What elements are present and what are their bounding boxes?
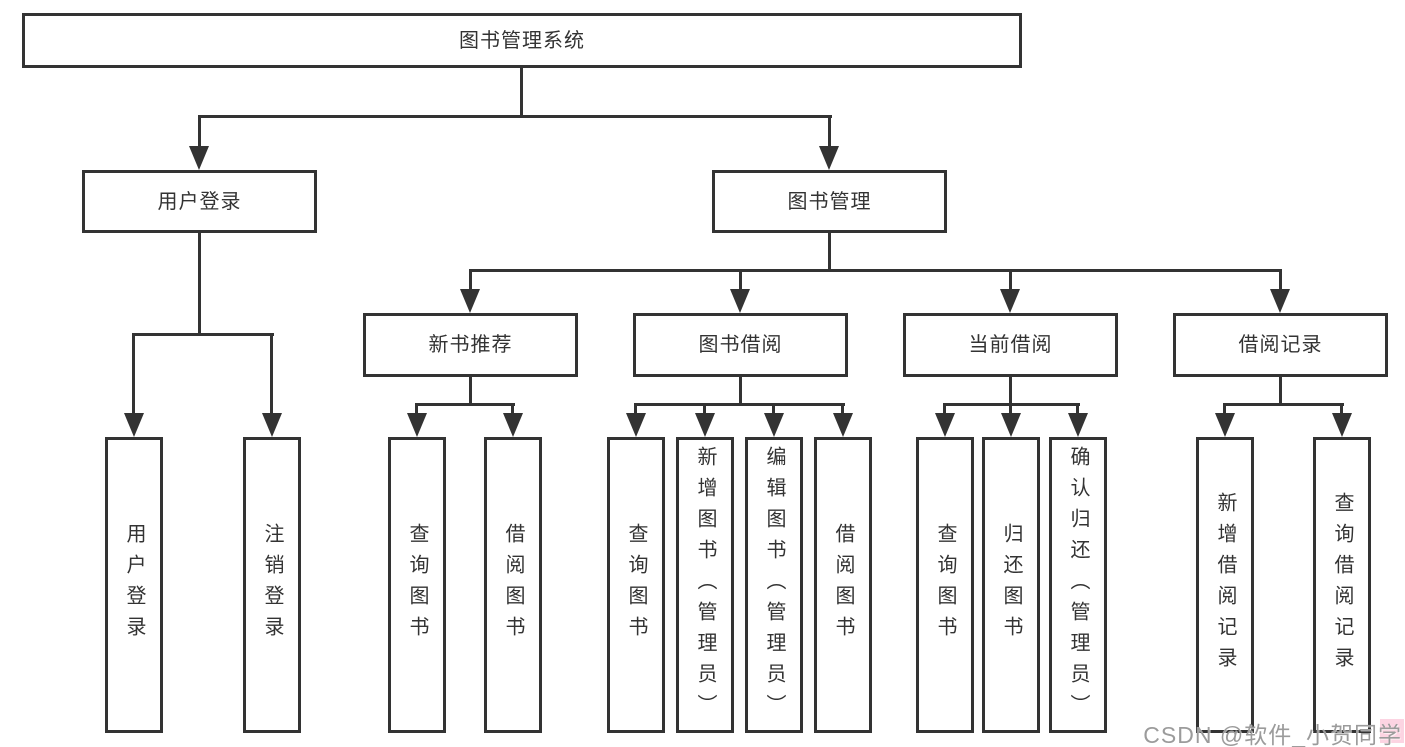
arrow-into-leaf-newrec-query xyxy=(407,413,427,437)
connector-records-drop-2 xyxy=(1340,403,1343,415)
arrow-into-book-mgmt xyxy=(819,146,839,170)
connector-current-drop-2 xyxy=(1009,403,1012,415)
connector-bookmgmt-stem xyxy=(828,233,831,272)
connector-userlogin-stem xyxy=(198,233,201,336)
connector-userlogin-drop-1 xyxy=(132,333,135,415)
node-current-borrow: 当前借阅 xyxy=(903,313,1118,377)
arrow-into-leaf-borrow-edit xyxy=(764,413,784,437)
connector-newrec-stem xyxy=(469,377,472,405)
leaf-user-login: 用户登录 xyxy=(105,437,163,733)
connector-root-hline xyxy=(198,115,832,118)
node-book-mgmt: 图书管理 xyxy=(712,170,947,233)
connector-bookmgmt-drop-1 xyxy=(469,269,472,291)
arrow-into-leaf-records-query xyxy=(1332,413,1352,437)
leaf-records-query-record-label: 查询借阅记录 xyxy=(1331,492,1353,678)
leaf-logout-label: 注销登录 xyxy=(261,523,283,647)
connector-bookmgmt-drop-4 xyxy=(1279,269,1282,291)
connector-borrow-drop-4 xyxy=(841,403,844,415)
leaf-user-login-label: 用户登录 xyxy=(123,523,145,647)
leaf-newrec-borrow-books: 借阅图书 xyxy=(484,437,542,733)
connector-current-stem xyxy=(1009,377,1012,405)
arrow-into-book-borrow xyxy=(730,289,750,313)
leaf-borrow-query-books-label: 查询图书 xyxy=(625,523,647,647)
arrow-into-leaf-current-query xyxy=(935,413,955,437)
connector-borrow-stem xyxy=(739,377,742,405)
leaf-current-return-books: 归还图书 xyxy=(982,437,1040,733)
leaf-borrow-edit-books-admin-label: 编辑图书（管理员） xyxy=(763,445,785,725)
connector-current-drop-1 xyxy=(943,403,946,415)
connector-newrec-drop-1 xyxy=(415,403,418,415)
leaf-records-add-record: 新增借阅记录 xyxy=(1196,437,1254,733)
node-user-login-label: 用户登录 xyxy=(157,190,242,213)
connector-root-drop-left xyxy=(198,115,201,150)
leaf-records-add-record-label: 新增借阅记录 xyxy=(1214,492,1236,678)
connector-newrec-drop-2 xyxy=(511,403,514,415)
node-borrow-records: 借阅记录 xyxy=(1173,313,1388,377)
node-borrow-records-label: 借阅记录 xyxy=(1238,334,1323,356)
arrow-into-user-login xyxy=(189,146,209,170)
connector-records-drop-1 xyxy=(1223,403,1226,415)
leaf-borrow-add-books-admin: 新增图书（管理员） xyxy=(676,437,734,733)
node-library-system-label: 图书管理系统 xyxy=(459,29,585,52)
node-book-borrow-label: 图书借阅 xyxy=(698,334,783,356)
node-library-system: 图书管理系统 xyxy=(22,13,1022,68)
leaf-newrec-query-books: 查询图书 xyxy=(388,437,446,733)
leaf-current-confirm-return-admin: 确认归还（管理员） xyxy=(1049,437,1107,733)
leaf-borrow-borrow-books-label: 借阅图书 xyxy=(832,523,854,647)
leaf-current-confirm-return-admin-label: 确认归还（管理员） xyxy=(1067,445,1089,725)
leaf-borrow-edit-books-admin: 编辑图书（管理员） xyxy=(745,437,803,733)
connector-root-stem xyxy=(520,68,523,118)
arrow-into-leaf-borrow-borrow xyxy=(833,413,853,437)
connector-borrow-drop-3 xyxy=(772,403,775,415)
watermark: CSDN @软件_小贺同学 xyxy=(1143,722,1402,747)
arrow-into-leaf-current-return xyxy=(1001,413,1021,437)
arrow-into-current-borrow xyxy=(1000,289,1020,313)
connector-current-drop-3 xyxy=(1076,403,1079,415)
node-current-borrow-label: 当前借阅 xyxy=(968,334,1053,356)
connector-borrow-drop-2 xyxy=(703,403,706,415)
node-book-mgmt-label: 图书管理 xyxy=(787,190,872,213)
connector-records-hline xyxy=(1223,403,1344,406)
connector-root-drop-right xyxy=(828,115,831,150)
node-user-login: 用户登录 xyxy=(82,170,317,233)
connector-bookmgmt-drop-2 xyxy=(739,269,742,291)
connector-newrec-hline xyxy=(415,403,515,406)
arrow-into-leaf-borrow-query xyxy=(626,413,646,437)
node-book-borrow: 图书借阅 xyxy=(633,313,848,377)
connector-userlogin-drop-2 xyxy=(270,333,273,415)
connector-bookmgmt-hline xyxy=(469,269,1282,272)
leaf-borrow-add-books-admin-label: 新增图书（管理员） xyxy=(694,445,716,725)
arrow-into-new-book-recommend xyxy=(460,289,480,313)
connector-borrow-drop-1 xyxy=(634,403,637,415)
node-new-book-recommend-label: 新书推荐 xyxy=(428,334,513,356)
leaf-logout: 注销登录 xyxy=(243,437,301,733)
leaf-current-query-books-label: 查询图书 xyxy=(934,523,956,647)
leaf-current-query-books: 查询图书 xyxy=(916,437,974,733)
connector-borrow-hline xyxy=(634,403,845,406)
leaf-borrow-borrow-books: 借阅图书 xyxy=(814,437,872,733)
arrow-into-leaf-user-login xyxy=(124,413,144,437)
connector-userlogin-hline xyxy=(132,333,274,336)
leaf-borrow-query-books: 查询图书 xyxy=(607,437,665,733)
arrow-into-leaf-logout xyxy=(262,413,282,437)
leaf-newrec-query-books-label: 查询图书 xyxy=(406,523,428,647)
watermark-accent xyxy=(1380,719,1404,743)
arrow-into-leaf-newrec-borrow xyxy=(503,413,523,437)
arrow-into-leaf-records-add xyxy=(1215,413,1235,437)
arrow-into-leaf-current-confirm xyxy=(1068,413,1088,437)
leaf-records-query-record: 查询借阅记录 xyxy=(1313,437,1371,733)
leaf-newrec-borrow-books-label: 借阅图书 xyxy=(502,523,524,647)
arrow-into-borrow-records xyxy=(1270,289,1290,313)
connector-records-stem xyxy=(1279,377,1282,405)
node-new-book-recommend: 新书推荐 xyxy=(363,313,578,377)
connector-bookmgmt-drop-3 xyxy=(1009,269,1012,291)
leaf-current-return-books-label: 归还图书 xyxy=(1000,523,1022,647)
arrow-into-leaf-borrow-add xyxy=(695,413,715,437)
